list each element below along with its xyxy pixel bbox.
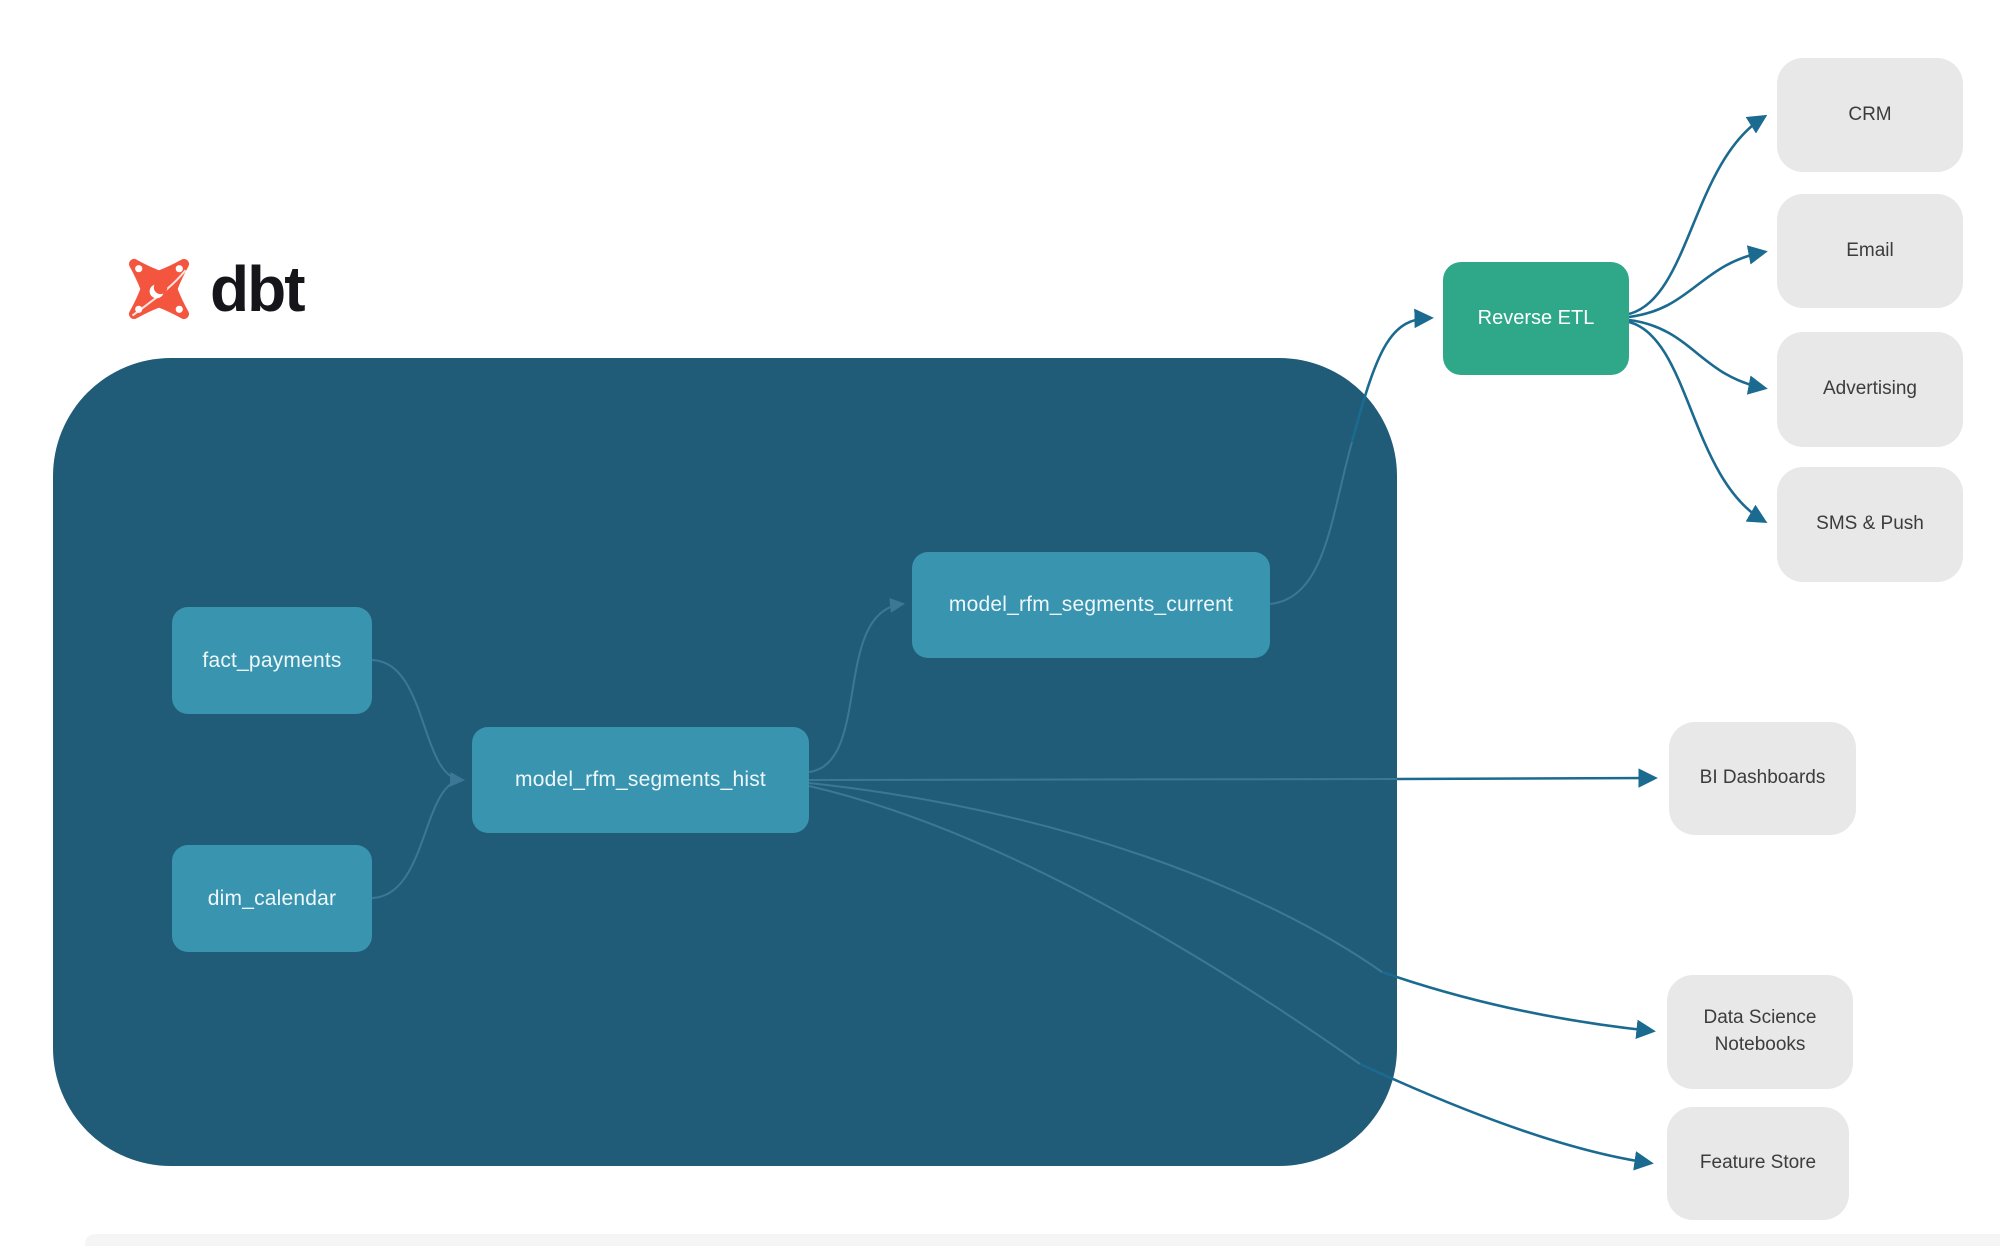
edge-hist-to-bi-outside	[1396, 768, 1658, 788]
node-label: model_rfm_segments_current	[948, 593, 1234, 616]
edge-hist-to-notebooks-outside	[1381, 970, 1656, 1040]
node-label: Feature Store	[1699, 1152, 1817, 1174]
node-label: CRM	[1848, 103, 1892, 125]
edge-reverse-etl-to-advertising	[1628, 318, 1768, 395]
dbt-logo-text: dbt	[210, 253, 305, 325]
edge-hist-to-feature-store-outside	[1359, 1062, 1654, 1171]
node-dim-calendar: dim_calendar	[172, 845, 372, 952]
dbt-logo: dbt	[120, 250, 305, 328]
node-label: dim_calendar	[207, 886, 337, 910]
edge-reverse-etl-to-crm	[1628, 114, 1768, 316]
dbt-star-icon	[128, 258, 190, 320]
node-fact-payments: fact_payments	[172, 607, 372, 714]
node-label: model_rfm_segments_hist	[515, 768, 766, 791]
node-email: Email	[1777, 194, 1963, 308]
node-model-rfm-segments-hist: model_rfm_segments_hist	[472, 727, 809, 833]
node-bi-dashboards: BI Dashboards	[1669, 722, 1856, 835]
edge-reverse-etl-to-sms-push	[1628, 320, 1768, 523]
node-label: SMS & Push	[1816, 513, 1924, 535]
node-reverse-etl: Reverse ETL	[1443, 262, 1629, 375]
node-crm: CRM	[1777, 58, 1963, 172]
node-advertising: Advertising	[1777, 332, 1963, 447]
node-label: Reverse ETL	[1477, 307, 1595, 329]
bottom-cutoff-band	[85, 1234, 2000, 1246]
node-label: fact_payments	[202, 648, 342, 672]
node-feature-store: Feature Store	[1667, 1107, 1849, 1220]
edge-reverse-etl-to-email	[1628, 245, 1768, 319]
node-label: Advertising	[1823, 378, 1917, 400]
node-label: Email	[1846, 239, 1894, 261]
node-label: BI Dashboards	[1699, 767, 1826, 789]
node-data-science-notebooks: Data Science Notebooks	[1667, 975, 1853, 1089]
node-sms-push: SMS & Push	[1777, 467, 1963, 582]
node-model-rfm-segments-current: model_rfm_segments_current	[912, 552, 1270, 658]
node-label: Data Science Notebooks	[1703, 1007, 1817, 1055]
